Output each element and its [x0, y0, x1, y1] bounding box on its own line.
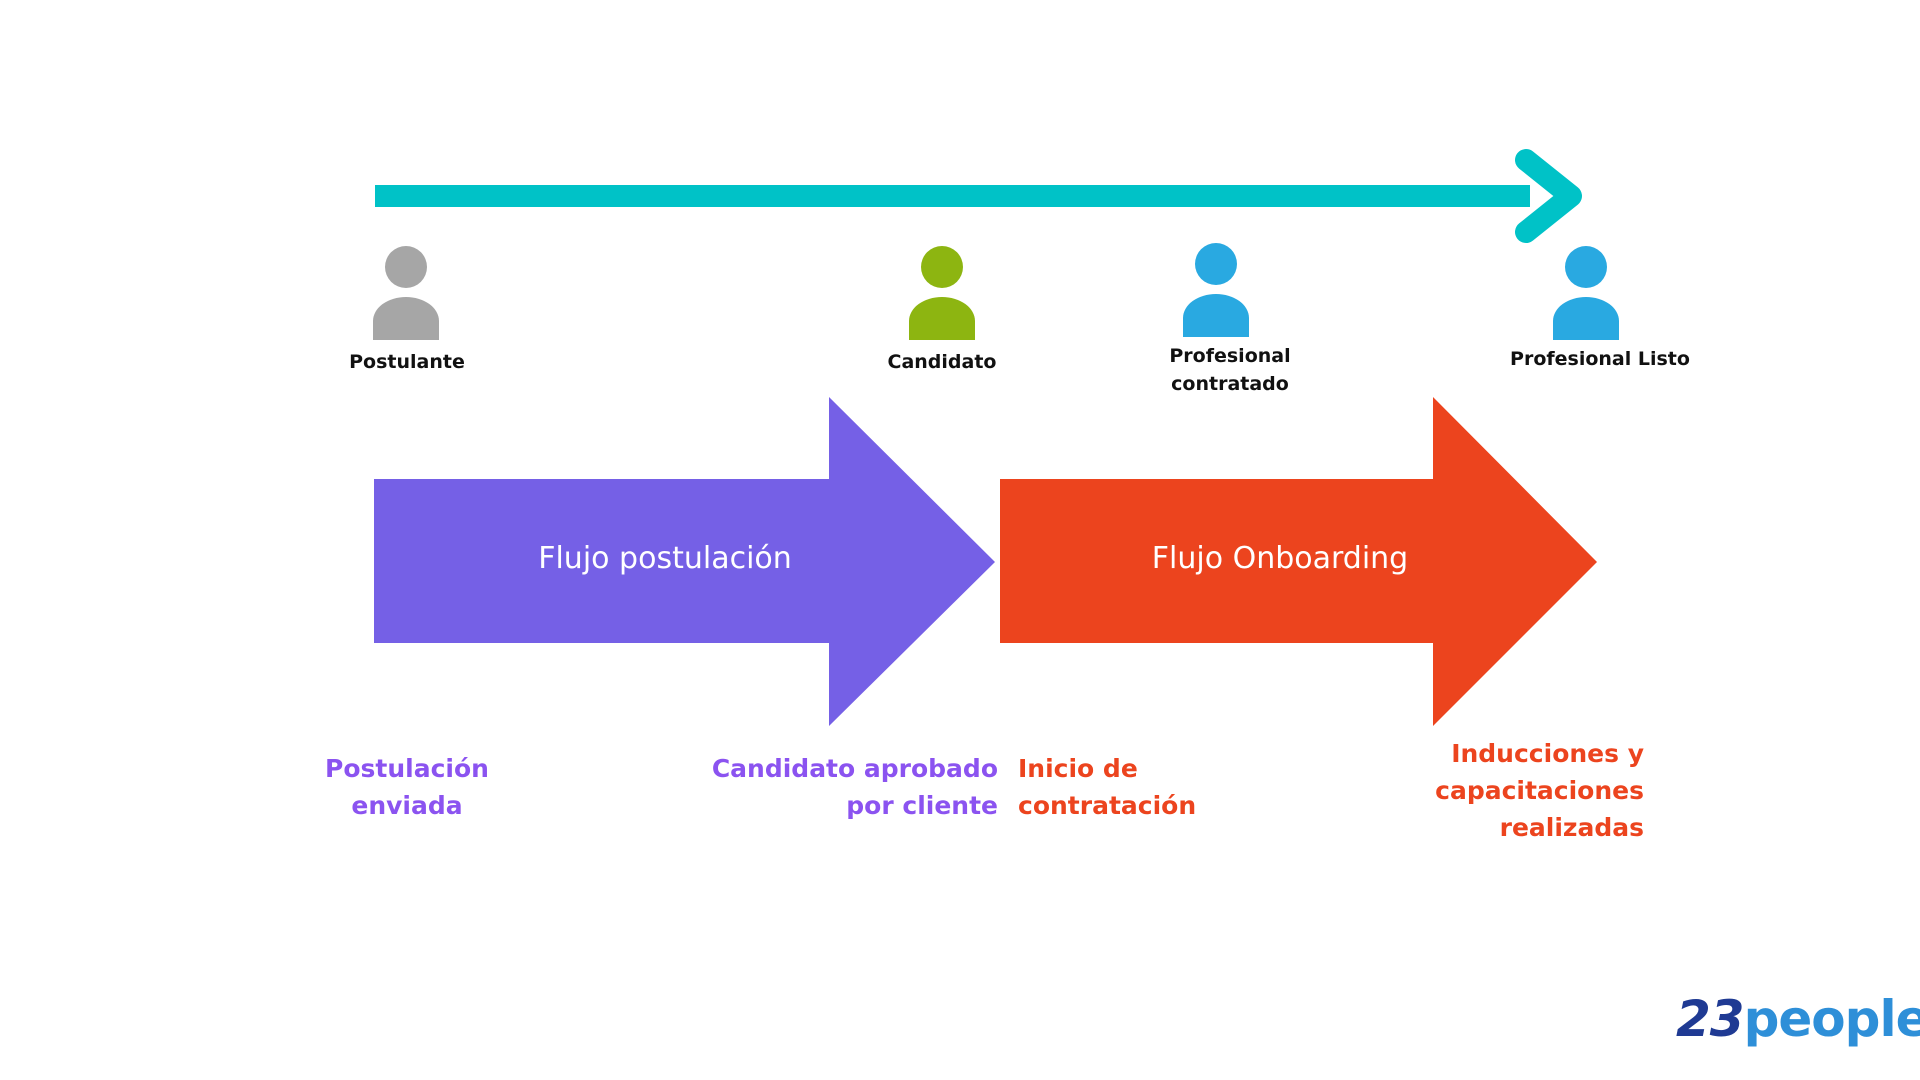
milestone-inducciones: Inducciones y capacitaciones realizadas	[1400, 735, 1644, 846]
milestone-line: Candidato aprobado	[711, 754, 998, 783]
person-label-profesional-contratado: Profesional contratado	[1130, 342, 1330, 398]
user-icon-blue	[1553, 246, 1619, 340]
user-icon-green	[909, 246, 975, 340]
user-icon-blue	[1183, 243, 1249, 337]
milestone-postulacion-enviada: Postulación enviada	[307, 750, 507, 824]
brand-logo: 23people	[1676, 990, 1920, 1048]
person-label-candidato: Candidato	[887, 351, 997, 373]
milestone-inicio-contratacion: Inicio de contratación	[1018, 750, 1258, 824]
milestone-line: Inducciones y	[1451, 739, 1644, 768]
flujo-onboarding-label: Flujo Onboarding	[1151, 541, 1409, 576]
milestone-line: realizadas	[1499, 813, 1644, 842]
milestone-line: Inicio de	[1018, 754, 1138, 783]
milestone-candidato-aprobado: Candidato aprobado por cliente	[690, 750, 998, 824]
person-label-line: contratado	[1171, 373, 1289, 395]
milestone-line: enviada	[351, 791, 463, 820]
milestone-line: por cliente	[846, 791, 998, 820]
milestone-line: Postulación	[325, 754, 489, 783]
person-label-profesional-listo: Profesional Listo	[1510, 348, 1690, 370]
brand-logo-number: 23	[1676, 990, 1745, 1048]
person-label-postulante: Postulante	[349, 351, 465, 373]
milestone-line: contratación	[1018, 791, 1197, 820]
flujo-postulacion-label: Flujo postulación	[538, 541, 792, 576]
milestone-line: capacitaciones	[1435, 776, 1644, 805]
brand-logo-word: people	[1743, 990, 1920, 1048]
user-icon-gray	[373, 246, 439, 340]
person-label-line: Profesional	[1169, 345, 1291, 367]
